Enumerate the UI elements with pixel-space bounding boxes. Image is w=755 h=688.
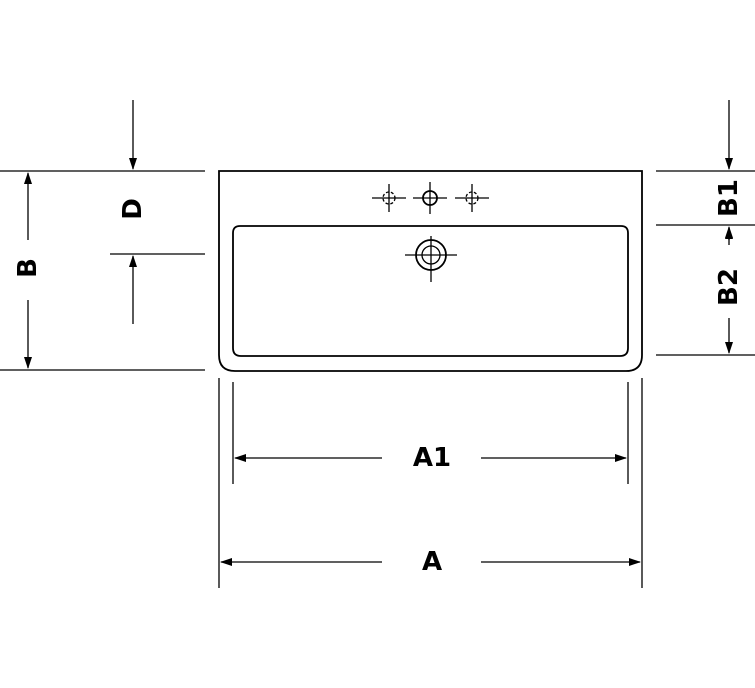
dimension-b-label: B: [13, 258, 43, 278]
dimension-a1-label: A1: [413, 443, 451, 473]
tap-hole-right: [455, 184, 489, 212]
dimension-d-label: D: [118, 198, 148, 220]
dimension-a-label: A: [422, 547, 442, 577]
dimension-b2-label: B2: [714, 268, 744, 306]
basin-outer-outline: [218, 170, 643, 372]
basin-bowl-outline: [232, 225, 629, 357]
tap-hole-left: [372, 184, 406, 212]
tap-hole-center: [413, 182, 447, 214]
dimension-b1-label: B1: [714, 179, 744, 217]
drain-hole: [405, 236, 457, 282]
